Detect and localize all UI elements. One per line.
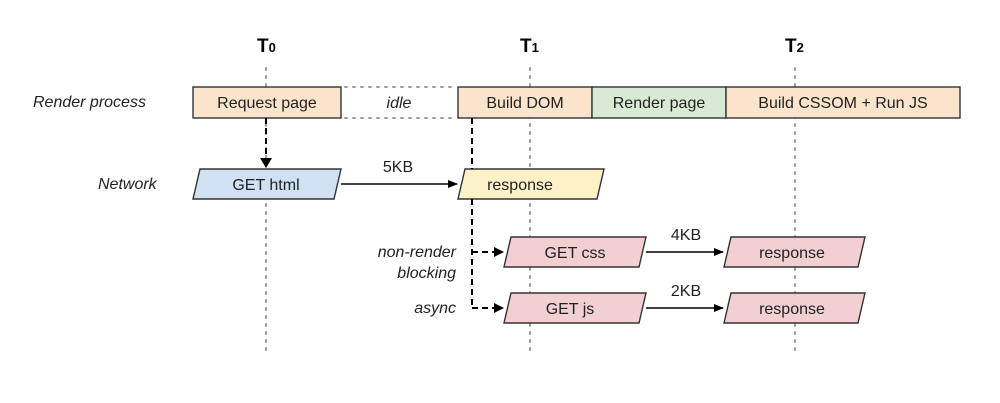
js-response-text: response (759, 301, 825, 318)
js-note: async (414, 300, 456, 317)
build-dom-text: Build DOM (486, 95, 563, 112)
t2-label: T2 (785, 36, 804, 57)
response-to-get-css-arrowhead (494, 247, 504, 257)
t0-label: T0 (257, 36, 276, 57)
get-js-text: GET js (546, 301, 595, 318)
get-css-text: GET css (544, 245, 605, 262)
css-response-text: response (759, 245, 825, 262)
css-size-label: 4KB (671, 227, 701, 244)
get-js-box (503, 292, 647, 324)
request-to-get-html-arrowhead (260, 158, 272, 168)
render-process-label: Render process (33, 94, 146, 111)
html-response-box (457, 168, 605, 200)
css-note-line1: non-render (378, 244, 457, 261)
render-page-box (591, 86, 727, 119)
build-cssom-text: Build CSSOM + Run JS (758, 95, 927, 112)
js-size-label: 2KB (671, 283, 701, 300)
get-css-box (503, 236, 647, 268)
request-page-box (192, 86, 342, 119)
build-cssom-box (725, 86, 961, 119)
js-response-box (723, 292, 866, 324)
render-page-text: Render page (613, 95, 706, 112)
request-page-text: Request page (217, 95, 317, 112)
network-label: Network (98, 176, 158, 193)
html-response-text: response (487, 177, 553, 194)
html-size-label: 5KB (383, 159, 413, 176)
get-html-box (192, 168, 342, 200)
css-response-box (723, 236, 866, 268)
t1-label: T1 (520, 36, 539, 57)
get-html-text: GET html (232, 177, 299, 194)
css-note-line2: blocking (397, 265, 456, 282)
idle-text: idle (387, 95, 412, 112)
response-to-get-js-arrowhead (494, 303, 504, 313)
